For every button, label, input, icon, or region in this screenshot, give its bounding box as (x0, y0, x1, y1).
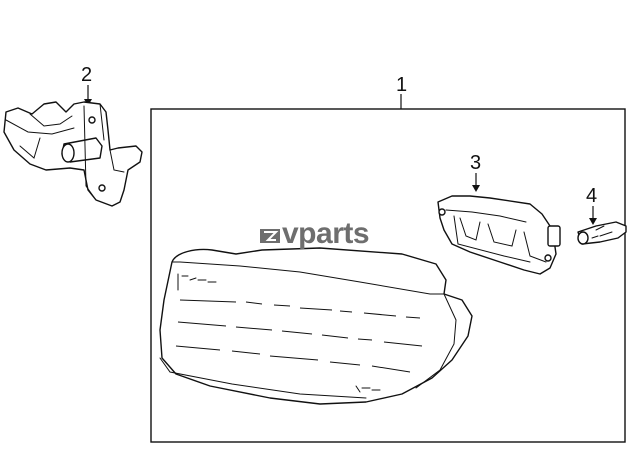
fog-lamp-assembly[interactable] (159, 247, 473, 405)
callout-1-label: 1 (396, 74, 407, 96)
ev-logo-icon (260, 229, 280, 243)
callout-1[interactable]: 1 (396, 74, 407, 109)
callout-2-label: 2 (81, 64, 92, 86)
assembly-frame (150, 108, 626, 443)
bulb-socket-housing[interactable] (437, 195, 561, 275)
bulb[interactable] (577, 221, 627, 245)
mounting-bracket[interactable] (3, 101, 143, 207)
callout-4-label: 4 (586, 185, 597, 207)
watermark: vparts (260, 217, 370, 250)
callout-3-label: 3 (470, 152, 481, 174)
callout-4[interactable]: 4 (586, 185, 597, 225)
callout-3[interactable]: 3 (470, 152, 481, 192)
callout-2[interactable]: 2 (81, 64, 92, 106)
watermark-text: vparts (282, 217, 369, 250)
